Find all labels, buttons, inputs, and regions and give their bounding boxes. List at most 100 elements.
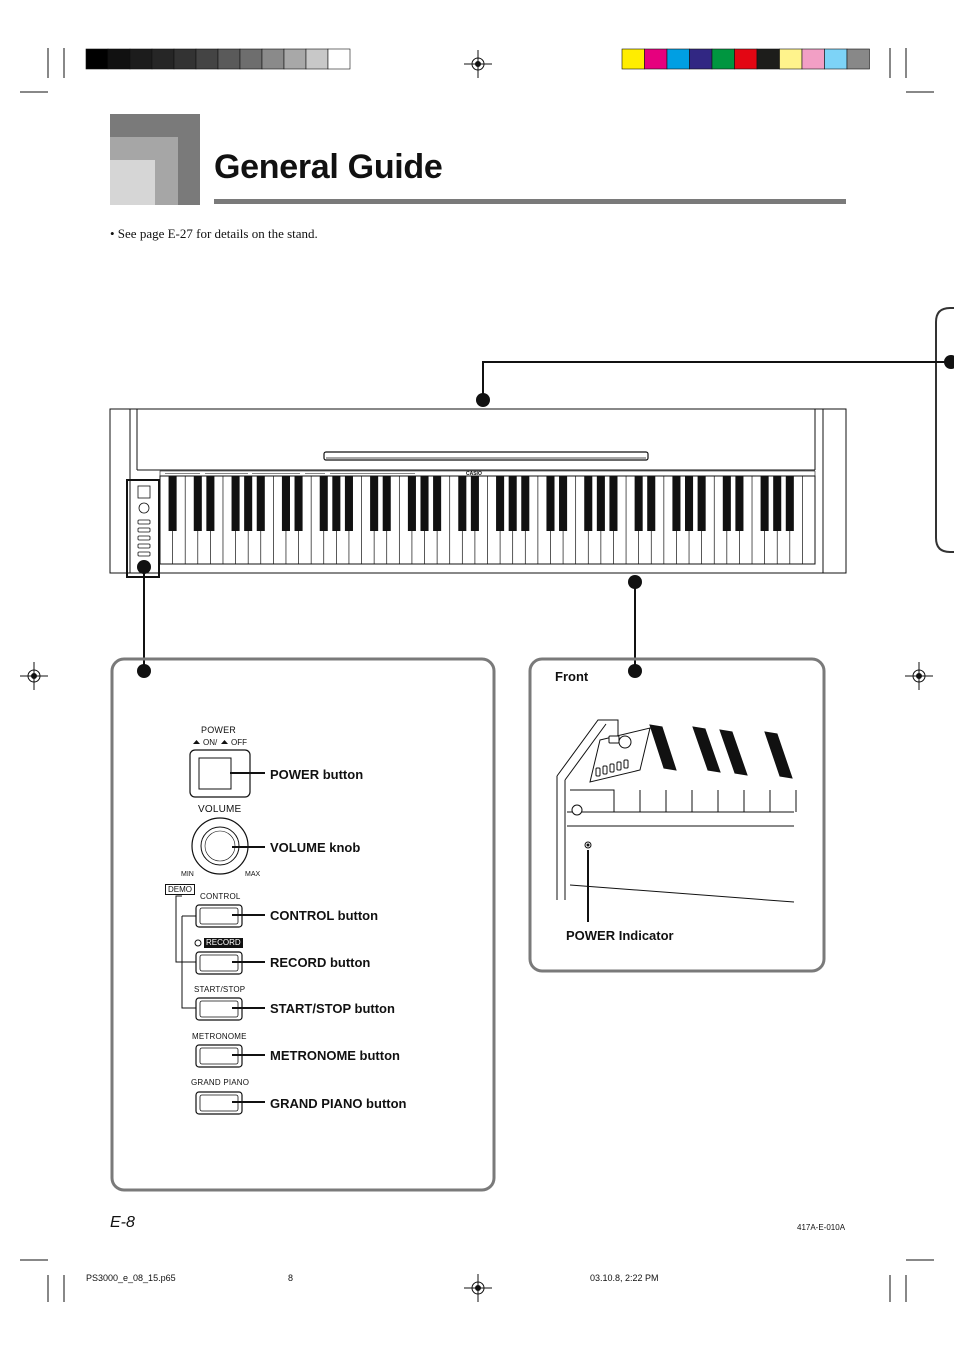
black-key bbox=[407, 476, 416, 531]
black-key bbox=[420, 476, 429, 531]
control-button-callout: CONTROL button bbox=[270, 908, 379, 923]
color-swatch bbox=[689, 48, 713, 70]
grayscale-swatch bbox=[85, 48, 109, 70]
black-key bbox=[508, 476, 517, 531]
grayscale-swatch bbox=[173, 48, 197, 70]
startstop-button-callout: START/STOP button bbox=[270, 1001, 395, 1016]
color-swatch bbox=[621, 48, 645, 70]
metronome-label: METRONOME bbox=[192, 1032, 247, 1041]
black-key bbox=[382, 476, 391, 531]
print-date: 03.10.8, 2:22 PM bbox=[590, 1273, 659, 1283]
volume-min-label: MIN bbox=[181, 871, 194, 878]
crop-marks bbox=[20, 48, 934, 1302]
black-key bbox=[584, 476, 593, 531]
color-swatch bbox=[779, 48, 803, 70]
black-key bbox=[370, 476, 379, 531]
grayscale-swatch bbox=[283, 48, 307, 70]
black-key bbox=[609, 476, 618, 531]
power-indicator-callout: POWER Indicator bbox=[566, 928, 674, 943]
registration-mark-left bbox=[20, 662, 48, 690]
black-key bbox=[496, 476, 505, 531]
black-key bbox=[685, 476, 694, 531]
black-key bbox=[546, 476, 555, 531]
title-underline bbox=[214, 199, 846, 204]
black-key bbox=[168, 476, 177, 531]
metronome-button-callout: METRONOME button bbox=[270, 1048, 400, 1063]
registration-mark-top bbox=[464, 50, 492, 78]
black-key bbox=[785, 476, 794, 531]
volume-label: VOLUME bbox=[198, 804, 242, 815]
callout-dots bbox=[137, 393, 642, 678]
front-perspective-drawing bbox=[556, 719, 797, 922]
demo-bracket bbox=[175, 895, 202, 1009]
registration-mark-bottom bbox=[464, 1274, 492, 1302]
power-mode-on: ON/ bbox=[203, 738, 218, 747]
startstop-label: START/STOP bbox=[194, 985, 246, 994]
black-key bbox=[206, 476, 215, 531]
black-key bbox=[559, 476, 568, 531]
document-code: 417A-E-010A bbox=[797, 1223, 846, 1232]
piano-front-view bbox=[109, 408, 847, 578]
perspective-black-key bbox=[692, 726, 721, 773]
perspective-black-key bbox=[764, 731, 793, 779]
grayscale-swatch bbox=[261, 48, 285, 70]
black-key bbox=[319, 476, 328, 531]
black-key bbox=[458, 476, 467, 531]
color-swatch bbox=[756, 48, 780, 70]
color-swatch bbox=[711, 48, 735, 70]
grayscale-swatch bbox=[217, 48, 241, 70]
black-key bbox=[256, 476, 265, 531]
front-panel-frame bbox=[528, 657, 826, 973]
black-key bbox=[244, 476, 253, 531]
registration-mark-right bbox=[905, 662, 933, 690]
file-name: PS3000_e_08_15.p65 bbox=[86, 1273, 176, 1283]
grayscale-swatch bbox=[151, 48, 175, 70]
control-label: CONTROL bbox=[200, 892, 241, 901]
black-key bbox=[697, 476, 706, 531]
grandpiano-button-callout: GRAND PIANO button bbox=[270, 1096, 407, 1111]
header-square-graphic bbox=[110, 114, 200, 205]
black-key bbox=[281, 476, 290, 531]
grayscale-swatch bbox=[107, 48, 131, 70]
demo-label: DEMO bbox=[165, 884, 195, 895]
callout-lines bbox=[143, 361, 951, 671]
color-swatch bbox=[824, 48, 848, 70]
black-key bbox=[433, 476, 442, 531]
callout-leader-lines bbox=[230, 772, 265, 1103]
stand-note: • See page E-27 for details on the stand… bbox=[110, 226, 318, 241]
black-key bbox=[672, 476, 681, 531]
volume-knob-callout: VOLUME knob bbox=[270, 840, 361, 855]
color-swatch bbox=[734, 48, 758, 70]
black-key bbox=[722, 476, 731, 531]
grayscale-calibration-bar bbox=[85, 48, 351, 70]
black-key bbox=[773, 476, 782, 531]
perspective-black-key bbox=[649, 724, 677, 771]
black-key bbox=[735, 476, 744, 531]
black-key bbox=[470, 476, 479, 531]
black-key bbox=[332, 476, 341, 531]
controls-panel-frame bbox=[110, 657, 496, 1192]
grayscale-swatch bbox=[305, 48, 329, 70]
black-key bbox=[231, 476, 240, 531]
black-key bbox=[294, 476, 303, 531]
side-tab bbox=[935, 307, 954, 553]
power-mode-off: OFF bbox=[231, 738, 247, 747]
brand-logo: CASIO bbox=[466, 471, 482, 477]
record-label: RECORD bbox=[204, 938, 243, 948]
color-swatch bbox=[846, 48, 870, 70]
black-key bbox=[647, 476, 656, 531]
black-key bbox=[760, 476, 769, 531]
color-calibration-bar bbox=[621, 48, 870, 70]
front-label: Front bbox=[555, 669, 589, 684]
color-swatch bbox=[801, 48, 825, 70]
power-button-callout: POWER button bbox=[270, 767, 364, 782]
power-label: POWER bbox=[201, 725, 237, 735]
black-key bbox=[193, 476, 202, 531]
black-key bbox=[521, 476, 530, 531]
perspective-black-key bbox=[719, 729, 748, 776]
page-title: General Guide bbox=[214, 148, 443, 186]
black-key bbox=[596, 476, 605, 531]
grayscale-swatch bbox=[327, 48, 351, 70]
record-button-callout: RECORD button bbox=[270, 955, 371, 970]
